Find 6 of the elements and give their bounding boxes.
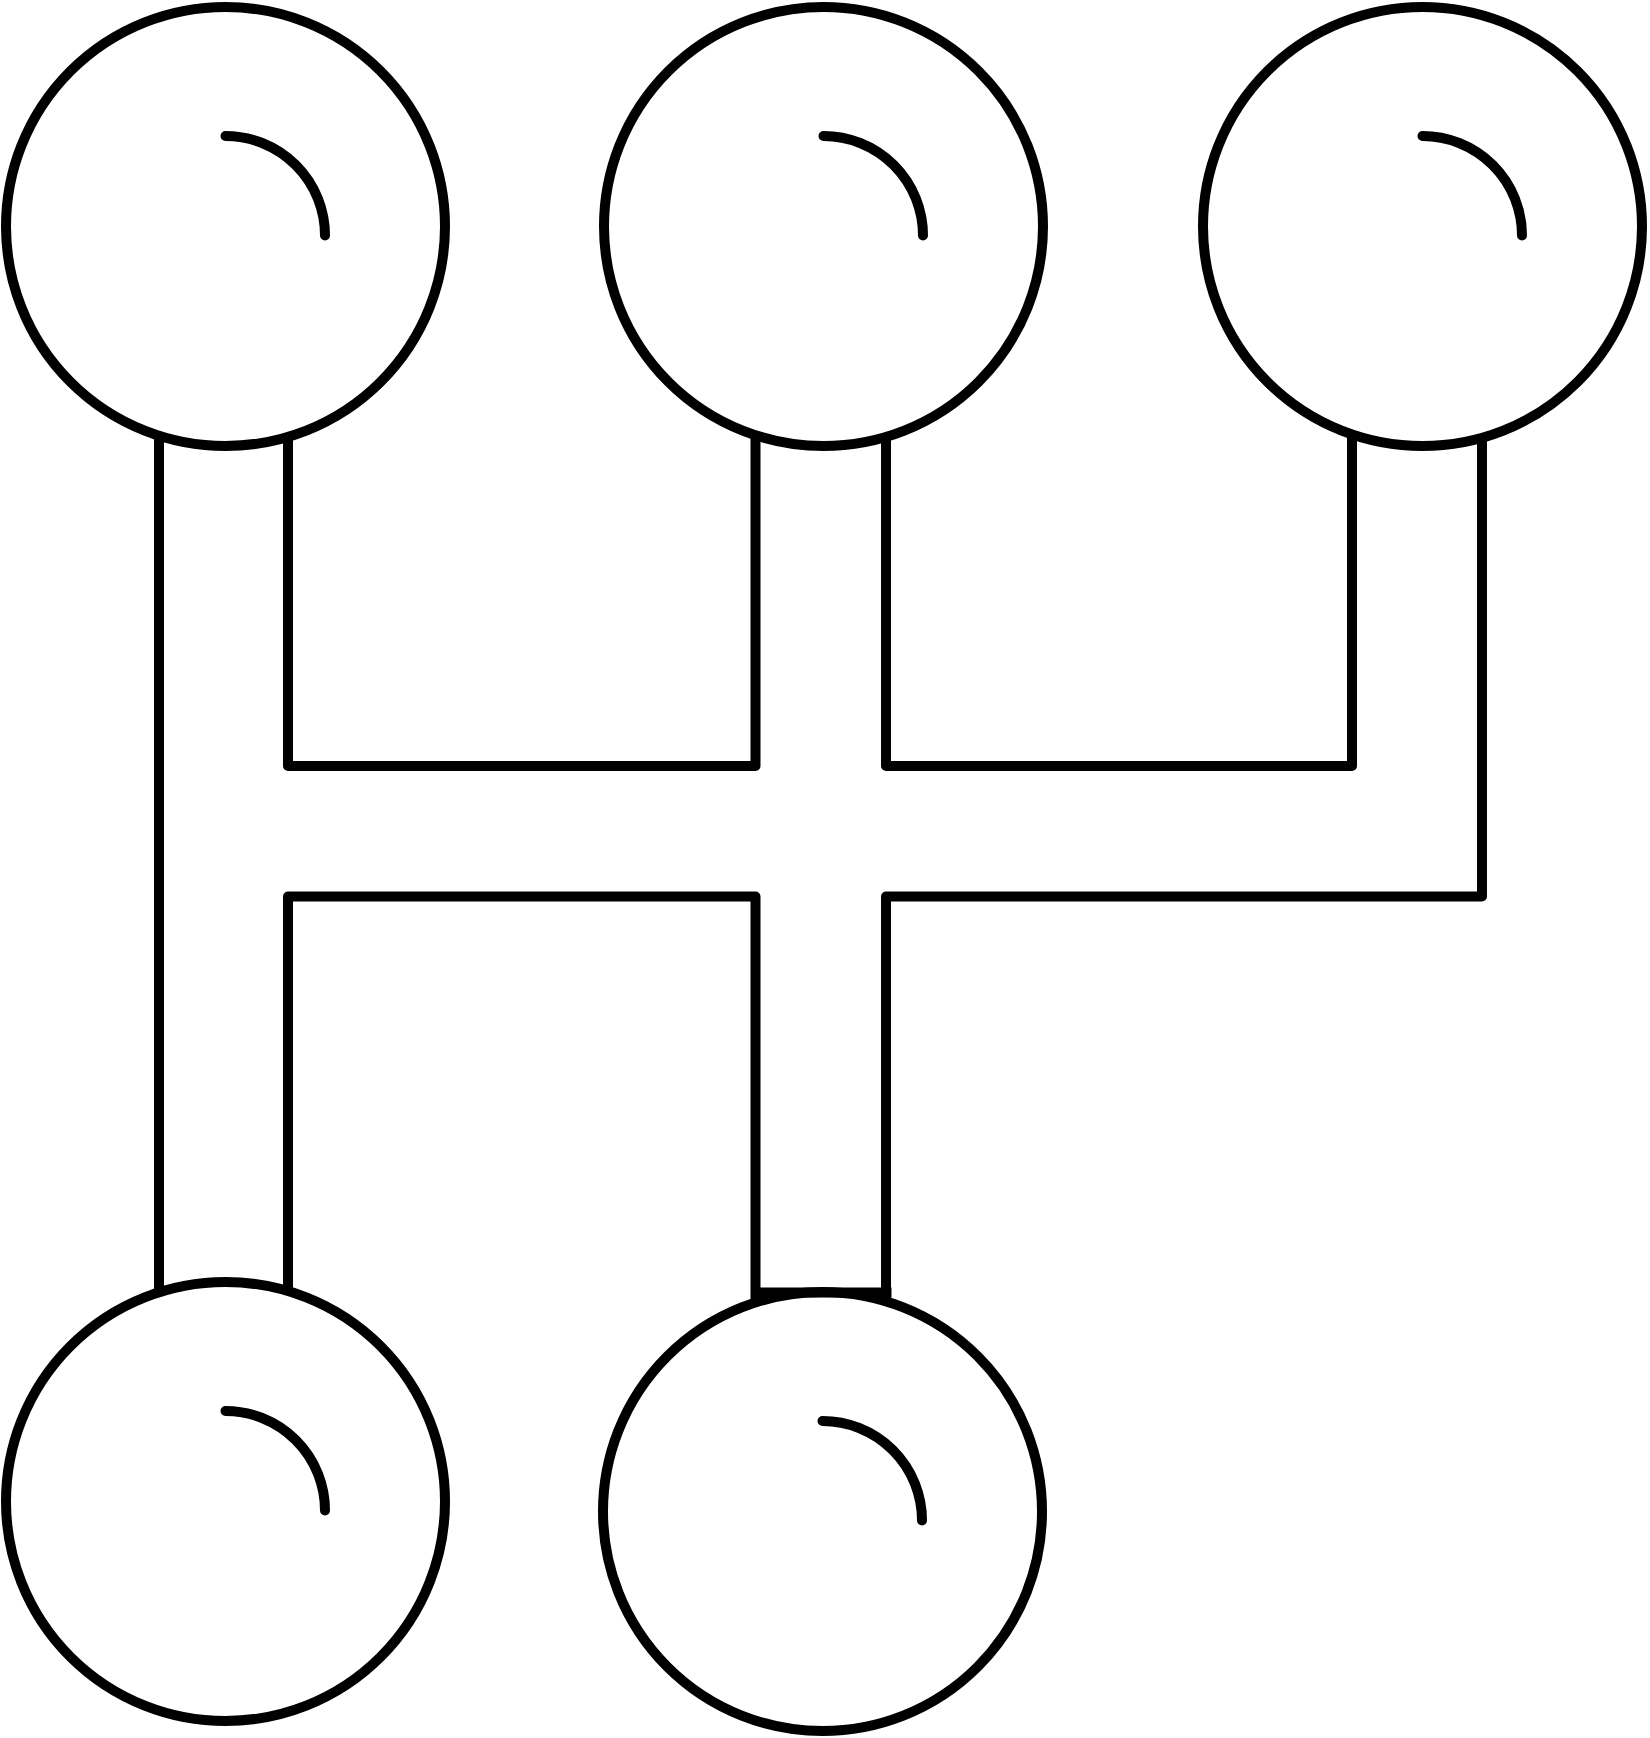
knob-circle — [598, 1, 1048, 451]
knob-circle — [1197, 1, 1647, 451]
connector-line — [283, 891, 761, 1302]
knob-circle — [0, 1276, 450, 1726]
knob-circle — [0, 1, 450, 451]
knob-circle — [597, 1286, 1047, 1736]
